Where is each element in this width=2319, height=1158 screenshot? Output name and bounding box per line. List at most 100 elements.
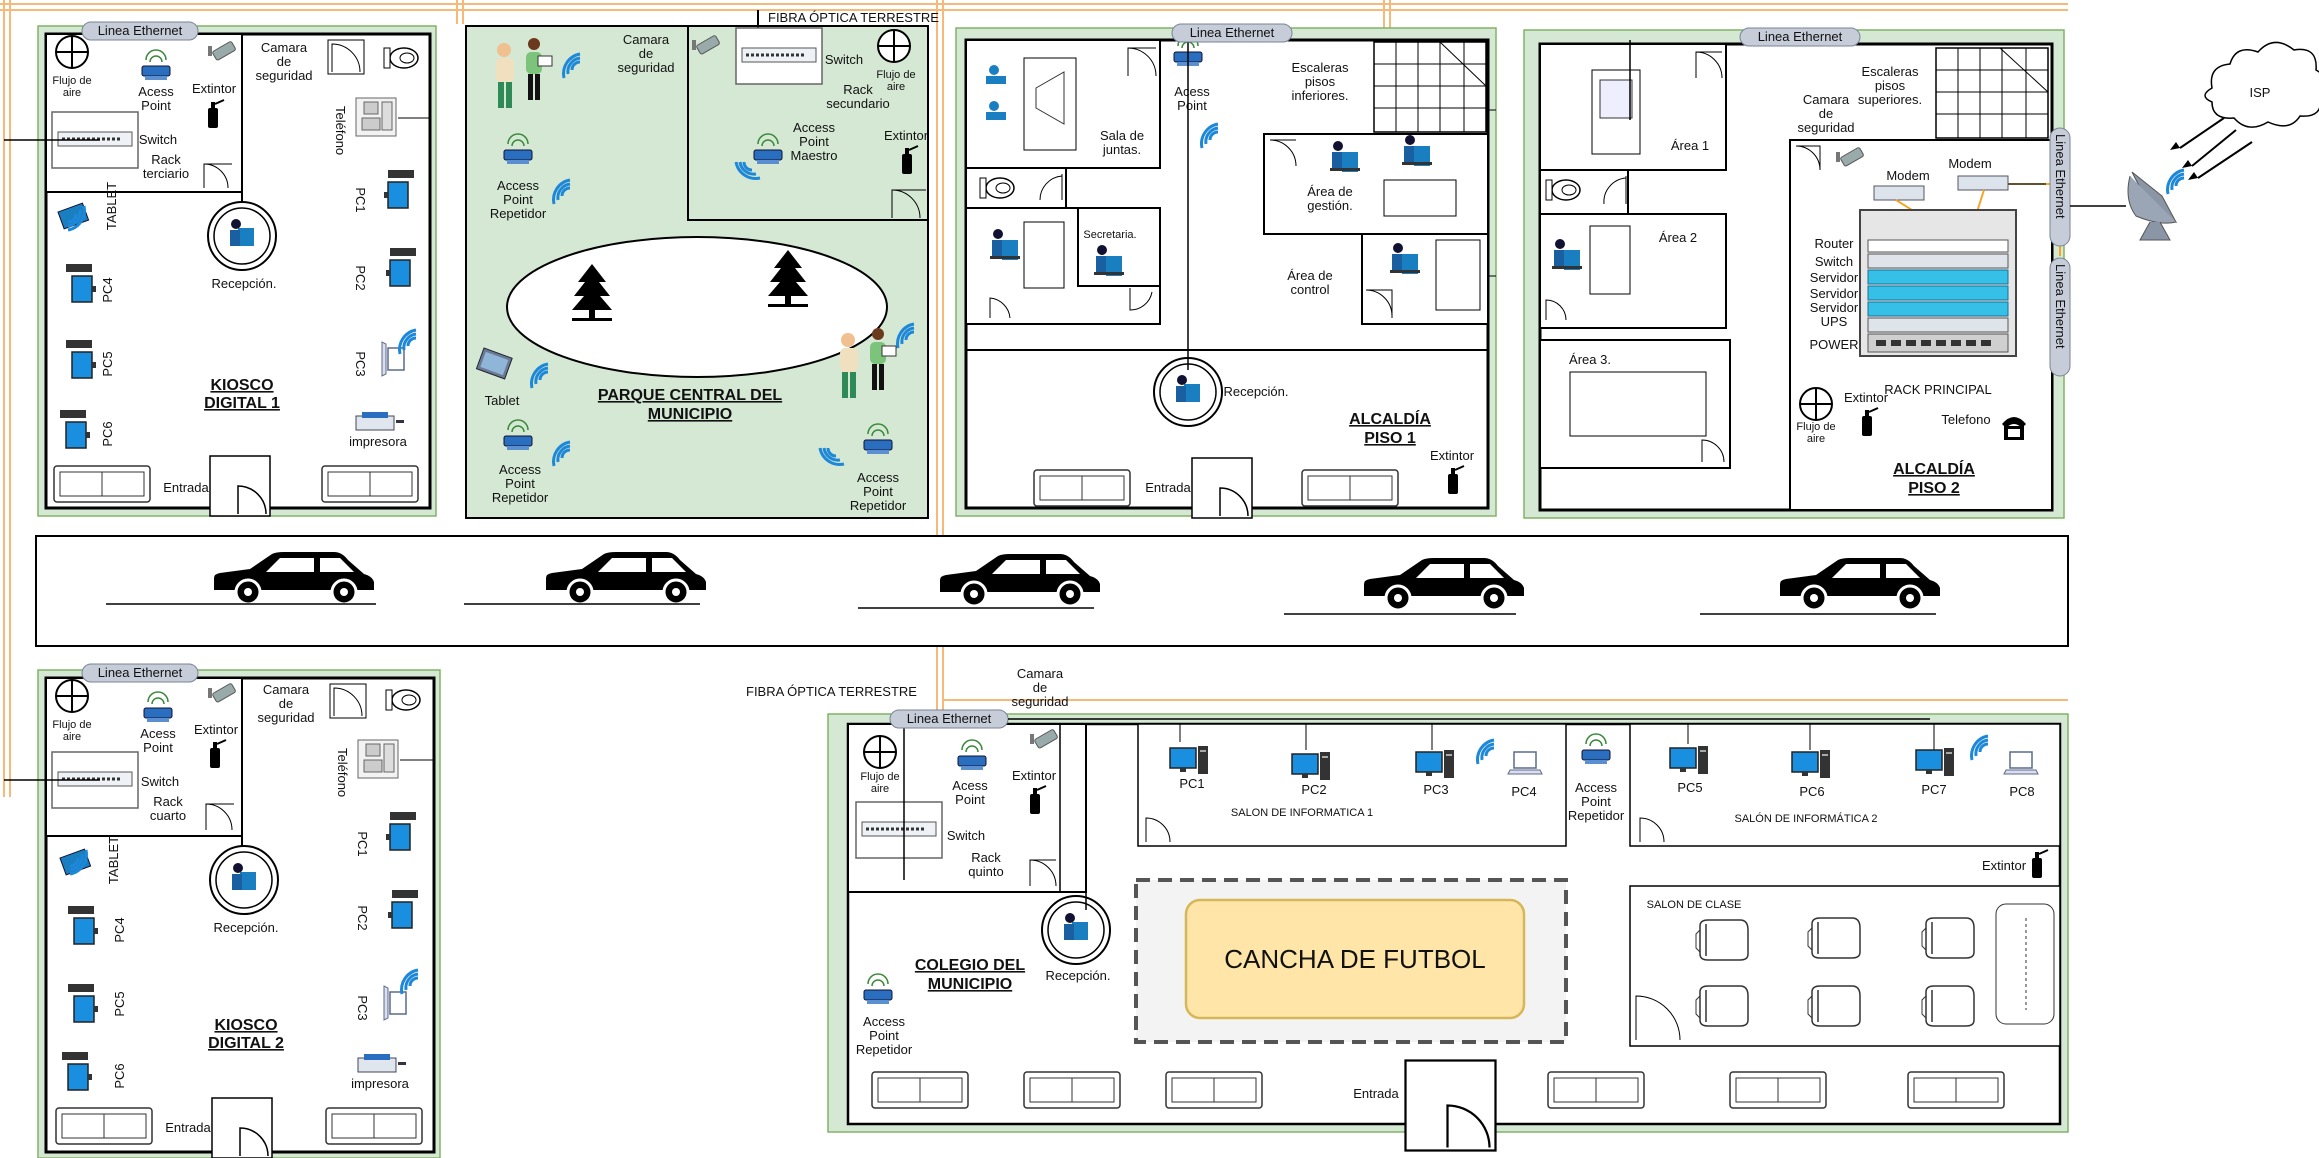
label: PC5	[100, 351, 115, 376]
label: Access	[863, 1014, 905, 1029]
phone-icon	[2002, 417, 2026, 440]
label: seguridad	[1797, 120, 1854, 135]
colegio-municipio: FIBRA ÓPTICA TERRESTRE Camara de segurid…	[746, 666, 2069, 1152]
label: Extintor	[884, 128, 929, 143]
label: Entrada	[1145, 480, 1191, 495]
sofa-icon	[1907, 1071, 2005, 1109]
label: Point	[141, 98, 171, 113]
label: Access	[1575, 780, 1617, 795]
label: PC5	[1677, 780, 1702, 795]
label: Flujo de	[52, 75, 91, 87]
label: seguridad	[617, 60, 674, 75]
label: pisos	[1875, 78, 1906, 93]
label: de	[277, 54, 291, 69]
title: PARQUE CENTRAL DEL	[598, 387, 783, 404]
label: Flujo de	[1796, 421, 1835, 433]
label: Acess	[138, 84, 174, 99]
label: aire	[63, 87, 81, 99]
label: PC3	[355, 995, 370, 1020]
label: Point	[799, 134, 829, 149]
title: PISO 1	[1364, 430, 1416, 447]
label: juntas.	[1102, 142, 1141, 157]
label: Access	[857, 470, 899, 485]
label: Rack	[153, 794, 183, 809]
label: Entrada	[165, 1120, 211, 1135]
server-rack-icon	[1859, 209, 2017, 357]
reception-icon	[209, 845, 279, 915]
label: PC2	[355, 905, 370, 930]
title: PISO 2	[1908, 480, 1960, 497]
ethernet-pill: Linea Ethernet	[889, 709, 1009, 729]
label: Modem	[1886, 168, 1929, 183]
label: SALÓN DE INFORMÁTICA 2	[1734, 812, 1877, 825]
title: ALCALDÍA	[1893, 459, 1975, 478]
label: Camara	[1017, 666, 1064, 681]
label: Secretaria.	[1083, 229, 1136, 241]
label: Linea Ethernet	[907, 711, 992, 726]
phone-icon	[357, 739, 399, 779]
label: Área 2	[1659, 230, 1697, 245]
label: inferiores.	[1291, 88, 1348, 103]
label: PC7	[1921, 782, 1946, 797]
label: cuarto	[150, 808, 186, 823]
label: FIBRA ÓPTICA TERRESTRE	[746, 684, 917, 699]
label: Point	[863, 484, 893, 499]
label: seguridad	[255, 68, 312, 83]
label: de	[1819, 106, 1833, 121]
label: Camara	[1803, 92, 1850, 107]
label: aire	[871, 783, 889, 795]
label: Escaleras	[1861, 64, 1919, 79]
label: aire	[1807, 433, 1825, 445]
ethernet-pill-vertical: Linea Ethernet	[2049, 127, 2071, 247]
label: Entrada	[163, 480, 209, 495]
label: Modem	[1948, 156, 1991, 171]
label: PC1	[1179, 776, 1204, 791]
label: terciario	[143, 166, 189, 181]
label: control	[1290, 282, 1329, 297]
ethernet-pill: Linea Ethernet	[1739, 27, 1861, 47]
label: seguridad	[1011, 694, 1068, 709]
label: PC4	[1511, 784, 1536, 799]
label: Servidor	[1810, 286, 1859, 301]
people-icon	[986, 65, 1006, 120]
label: Switch	[947, 828, 985, 843]
label: Recepción.	[1045, 968, 1110, 983]
label: impresora	[351, 1076, 410, 1091]
label: Teléfono	[333, 106, 348, 155]
label: Recepción.	[213, 920, 278, 935]
label: Switch	[825, 52, 863, 67]
label: Linea Ethernet	[2053, 134, 2068, 219]
label: PC8	[2009, 784, 2034, 799]
label: PC6	[112, 1063, 127, 1088]
label: Point	[1581, 794, 1611, 809]
label: Switch	[1815, 254, 1853, 269]
label: Flujo de	[52, 719, 91, 731]
door-icon	[211, 1097, 273, 1158]
title: KIOSCO	[210, 377, 273, 394]
title: DIGITAL 2	[208, 1035, 284, 1052]
label: Rack	[151, 152, 181, 167]
isp-cloud: ISP	[2170, 41, 2319, 180]
sofa-icon	[871, 1071, 969, 1109]
label: PC5	[112, 991, 127, 1016]
label: Camara	[263, 682, 310, 697]
label: PC2	[353, 265, 368, 290]
alcaldia-piso-2: Escaleras pisos superiores. Área 1 Área …	[1523, 27, 2126, 519]
kiosco-digital-2: Flujo de aire Acess Point Extintor Switc…	[4, 663, 441, 1158]
label: aire	[887, 81, 905, 93]
label: ISP	[2250, 85, 2271, 100]
toilet-icon	[383, 47, 419, 69]
label: PC6	[1799, 784, 1824, 799]
label: Linea Ethernet	[98, 665, 183, 680]
label: Teléfono	[335, 748, 350, 797]
label: Point	[955, 792, 985, 807]
label: UPS	[1821, 314, 1848, 329]
title: MUNICIPIO	[928, 976, 1012, 993]
title: DIGITAL 1	[204, 395, 280, 412]
label: Área de	[1307, 184, 1353, 199]
label: PC6	[100, 421, 115, 446]
label: Point	[869, 1028, 899, 1043]
cancha-label: CANCHA DE FUTBOL	[1224, 944, 1486, 974]
label: RACK PRINCIPAL	[1884, 382, 1991, 397]
label: secundario	[826, 96, 890, 111]
